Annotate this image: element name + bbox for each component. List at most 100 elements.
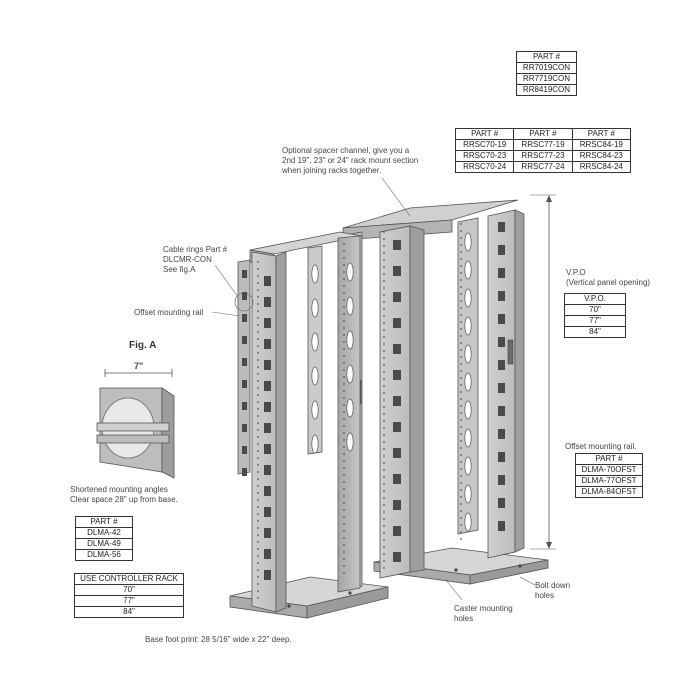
- rail-hole: [257, 261, 259, 263]
- rail-hole: [460, 538, 462, 540]
- rail-slot: [264, 423, 271, 433]
- rail-hole: [257, 352, 259, 354]
- rail-slot: [264, 528, 271, 538]
- rail-hole: [460, 461, 462, 463]
- rail-hole: [257, 555, 259, 557]
- rail-oval-slot: [346, 398, 354, 418]
- rail-hole: [343, 488, 345, 490]
- fig-a-label: Fig. A: [129, 340, 157, 351]
- rail-hole: [383, 462, 385, 464]
- rail-slot: [264, 339, 271, 349]
- shortened-angle-table: PART # DLMA-42 DLMA-49 DLMA-56: [75, 516, 133, 561]
- rail-hole: [343, 278, 345, 280]
- rail-slot: [264, 549, 271, 559]
- rail-hole: [383, 231, 385, 233]
- table-cell: 84": [564, 326, 626, 338]
- rail-slot: [498, 475, 505, 485]
- note-line: Bolt down: [535, 581, 571, 590]
- rail-hole: [383, 357, 385, 359]
- rail-hole: [343, 250, 345, 252]
- offset-rail-title: Offset mounting rail.: [565, 442, 637, 451]
- rail-hole: [343, 544, 345, 546]
- rail-hole: [257, 450, 259, 452]
- note-line: 2nd 19", 23" or 24" rack mount section: [282, 156, 419, 165]
- table-cell: 77": [564, 315, 626, 327]
- rail-hole: [383, 392, 385, 394]
- vpo-dimension-line: [530, 194, 556, 550]
- rail-hole: [343, 481, 345, 483]
- table-cell: RRSC84-23: [571, 150, 632, 162]
- note-line: Shortened mounting angles: [70, 485, 168, 494]
- rail-oval-slot: [464, 484, 472, 504]
- rail-hole: [343, 551, 345, 553]
- rail-hole: [460, 230, 462, 232]
- rail-hole: [460, 384, 462, 386]
- rail-hole: [343, 432, 345, 434]
- table-header: PART #: [575, 453, 643, 465]
- rail-slot: [498, 360, 505, 370]
- rail-hole: [460, 377, 462, 379]
- rail-slot: [393, 370, 401, 380]
- rail-hole: [257, 408, 259, 410]
- rail-hole: [383, 406, 385, 408]
- rail-hole: [343, 530, 345, 532]
- rail-slot: [264, 297, 271, 307]
- rail-hole: [257, 394, 259, 396]
- rail-hole: [257, 562, 259, 564]
- rail-hole: [383, 525, 385, 527]
- table-cell: 70": [564, 304, 626, 316]
- leader-lines: [211, 177, 536, 601]
- rail-slot: [393, 266, 401, 276]
- table-cell: RRSC77-23: [513, 150, 573, 162]
- rail-hole: [460, 510, 462, 512]
- controller-rack-table: USE CONTROLLER RACK 70" 77" 84": [74, 573, 184, 618]
- table-cell: DLMA-70OFST: [575, 464, 643, 476]
- rail-slot: [393, 500, 401, 510]
- rail-hole: [257, 310, 259, 312]
- rail-slot: [498, 291, 505, 301]
- rail-hole: [460, 335, 462, 337]
- table-header: PART #: [513, 128, 573, 140]
- rail-hole: [383, 308, 385, 310]
- rail-hole: [460, 419, 462, 421]
- rack-right: [342, 199, 525, 579]
- rail-hole: [460, 286, 462, 288]
- table-cell: DLMA-49: [75, 538, 133, 550]
- rail-hole: [257, 436, 259, 438]
- rail-hole: [343, 299, 345, 301]
- rail-slot: [498, 383, 505, 393]
- rail-hole: [257, 415, 259, 417]
- rail-hole: [343, 537, 345, 539]
- caster-holes-note: Caster mounting holes: [454, 604, 513, 624]
- rail-hole: [383, 420, 385, 422]
- rail-hole: [460, 496, 462, 498]
- table-cell: RRSC70-24: [454, 161, 515, 173]
- rail-slot: [242, 314, 247, 322]
- rail-hole: [460, 517, 462, 519]
- rail-hole: [257, 548, 259, 550]
- rail-hole: [460, 468, 462, 470]
- fig-a-cable-ring: [96, 369, 175, 479]
- rail-hole: [257, 527, 259, 529]
- rail-hole: [343, 355, 345, 357]
- spacer-part-table: PART # PART # PART # RRSC70-19 RRSC77-19…: [454, 128, 632, 173]
- rail-hole: [460, 454, 462, 456]
- rail-hole: [383, 245, 385, 247]
- table-header: PART #: [75, 516, 133, 528]
- rail-hole: [343, 243, 345, 245]
- rail-hole: [343, 495, 345, 497]
- rail-oval-slot: [464, 232, 472, 252]
- rail-hole: [343, 369, 345, 371]
- rail-slot: [393, 526, 401, 536]
- rail-hole: [257, 401, 259, 403]
- rail-hole: [343, 348, 345, 350]
- table-cell: 77": [74, 595, 184, 607]
- rail-hole: [343, 362, 345, 364]
- rail-slot: [393, 318, 401, 328]
- rail-slot: [393, 396, 401, 406]
- spacer-channel-note: Optional spacer channel, give you a 2nd …: [282, 146, 452, 176]
- rail-hole: [343, 320, 345, 322]
- rail-hole: [383, 329, 385, 331]
- rail-slot: [393, 448, 401, 458]
- rail-hole: [343, 306, 345, 308]
